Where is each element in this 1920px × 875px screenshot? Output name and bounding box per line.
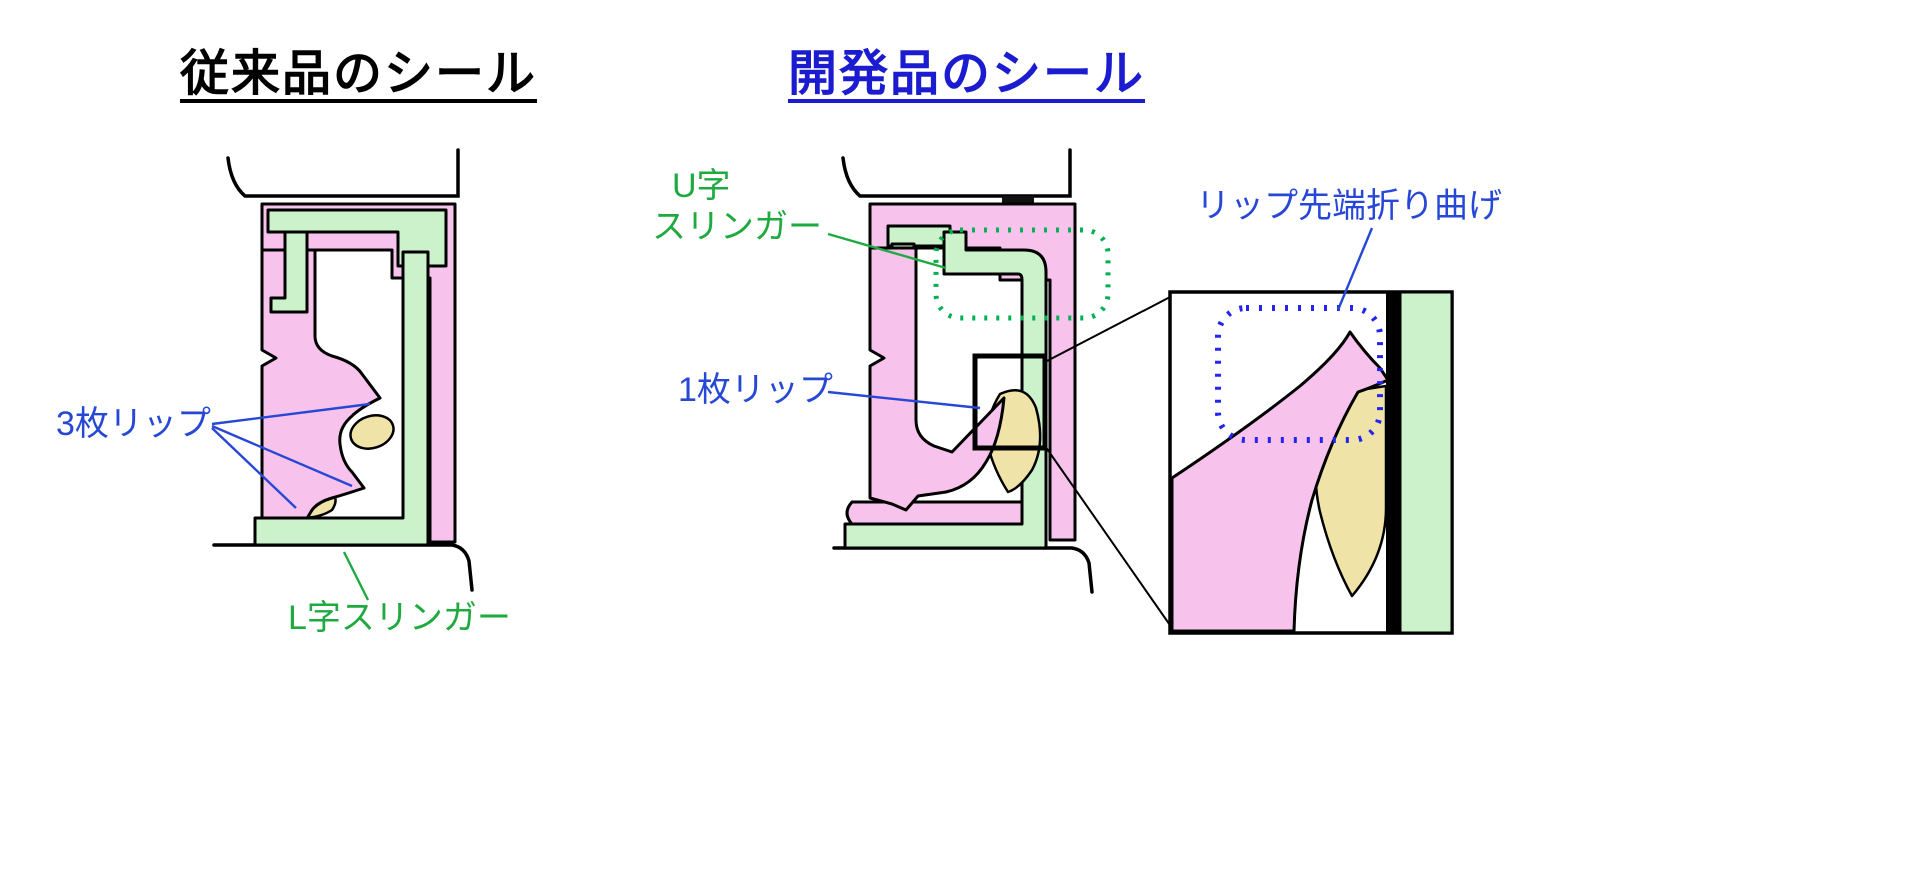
detail-lip-bent-tip (1170, 330, 1390, 633)
left-l-slinger (253, 250, 430, 547)
u-slinger-highlight (933, 227, 1111, 321)
label-u-slinger: U字 スリンガー (652, 166, 822, 249)
right-seal-diagram (827, 148, 1111, 594)
right-shaft-line (832, 546, 1094, 594)
inset-connector-top (1044, 295, 1173, 363)
right-housing-line (841, 148, 1072, 198)
label-u-slinger-line2: スリンガー (652, 208, 822, 247)
right-title: 開発品のシール (788, 47, 1146, 101)
right-lip-leader (827, 390, 981, 410)
lip-tip-highlight (1215, 305, 1383, 443)
left-lip-leader-2 (211, 424, 353, 488)
left-lip-leader-3 (211, 427, 297, 509)
left-lip-leader-1 (211, 402, 371, 426)
left-spring-upper (349, 414, 395, 450)
right-seal-bottom-rubber (845, 500, 1024, 526)
label-three-lips: 3枚リップ (56, 405, 211, 443)
detail-slinger-surface (1386, 292, 1400, 633)
detail-label-leader (1336, 227, 1374, 311)
detail-slinger-band (1398, 290, 1454, 635)
right-u-slinger (843, 230, 1048, 550)
right-seal-body-one-lip (868, 246, 1006, 512)
right-slinger-leader (827, 232, 947, 270)
left-slinger-leader (342, 551, 370, 601)
left-case-inner-bar (269, 230, 309, 314)
label-l-slinger: L字スリンガー (288, 599, 511, 637)
detail-inset (1044, 227, 1454, 635)
left-seal-body-three-lips (260, 248, 382, 522)
left-seal-diagram (211, 148, 474, 601)
inset-connector-bottom (1044, 445, 1173, 629)
label-one-lip: 1枚リップ (678, 371, 833, 409)
left-title: 従来品のシール (180, 47, 538, 101)
left-shaft-line (212, 543, 474, 592)
label-lip-tip-bend: リップ先端折り曲げ (1196, 187, 1502, 225)
label-u-slinger-line1: U字 (672, 167, 731, 205)
lip-closeup-rect (972, 353, 1048, 451)
left-housing-line (226, 148, 460, 198)
